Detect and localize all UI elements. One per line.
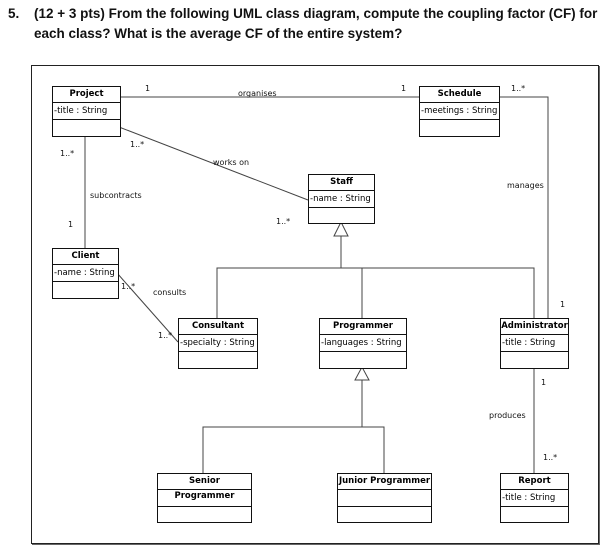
class-senior-programmer[interactable]: Senior Programmer <box>157 473 252 523</box>
consults-mult-client: 1..* <box>121 282 136 291</box>
organises-mult-project: 1 <box>145 84 151 93</box>
class-attribute <box>158 490 251 507</box>
class-attribute: -title : String <box>501 335 568 352</box>
works-on-mult-staff: 1..* <box>276 217 291 226</box>
class-attribute: -title : String <box>53 103 120 120</box>
staff-generalization-triangle <box>333 220 349 237</box>
class-report[interactable]: Report-title : String <box>500 473 569 523</box>
diagram-frame <box>31 65 599 544</box>
subcontracts-label: subcontracts <box>90 191 142 200</box>
class-client[interactable]: Client-name : String <box>52 248 119 299</box>
class-attribute: -languages : String <box>320 335 406 352</box>
class-attribute <box>338 490 431 507</box>
class-administrator[interactable]: Administrator-title : String <box>500 318 569 369</box>
class-name: Consultant <box>179 319 257 335</box>
class-name: Junior Programmer <box>338 474 431 490</box>
subcontracts-mult-project: 1..* <box>60 149 75 158</box>
organises-label: organises <box>238 89 277 98</box>
class-project[interactable]: Project-title : String <box>52 86 121 137</box>
class-attribute: -meetings : String <box>420 103 499 120</box>
consults-line <box>116 272 179 343</box>
question-text: (12 + 3 pts) From the following UML clas… <box>34 6 598 41</box>
consults-label: consults <box>153 288 187 297</box>
class-name: Report <box>501 474 568 490</box>
class-name: Project <box>53 87 120 103</box>
subcontracts-mult-client: 1 <box>68 220 74 229</box>
class-name: Schedule <box>420 87 499 103</box>
manages-line <box>498 96 549 318</box>
class-schedule[interactable]: Schedule-meetings : String <box>419 86 500 137</box>
class-junior-programmer[interactable]: Junior Programmer <box>337 473 432 523</box>
works-on-line <box>118 126 309 201</box>
class-attribute: -name : String <box>53 265 118 282</box>
manages-mult-schedule: 1..* <box>511 84 526 93</box>
class-attribute: -title : String <box>501 490 568 507</box>
class-staff[interactable]: Staff-name : String <box>308 174 375 224</box>
organises-mult-schedule: 1 <box>401 84 407 93</box>
produces-label: produces <box>489 411 526 420</box>
class-name: Senior Programmer <box>158 474 251 501</box>
produces-mult-admin: 1 <box>541 378 547 387</box>
works-on-mult-project: 1..* <box>130 140 145 149</box>
produces-mult-report: 1..* <box>543 453 558 462</box>
class-name: Client <box>53 249 118 265</box>
staff-generalization-branches <box>216 267 535 318</box>
programmer-generalization-triangle <box>354 365 370 381</box>
programmer-generalization-branches <box>202 426 385 473</box>
class-name: Programmer <box>320 319 406 335</box>
consults-mult-consultant: 1..* <box>158 331 173 340</box>
class-attribute: -specialty : String <box>179 335 257 352</box>
works-on-label: works on <box>213 158 250 167</box>
class-name: Staff <box>309 175 374 191</box>
class-name: Administrator <box>501 319 568 335</box>
manages-mult-admin: 1 <box>560 300 566 309</box>
question-number: 5. <box>8 6 20 21</box>
class-programmer[interactable]: Programmer-languages : String <box>319 318 407 369</box>
class-attribute: -name : String <box>309 191 374 208</box>
class-consultant[interactable]: Consultant-specialty : String <box>178 318 258 369</box>
manages-label: manages <box>507 181 544 190</box>
